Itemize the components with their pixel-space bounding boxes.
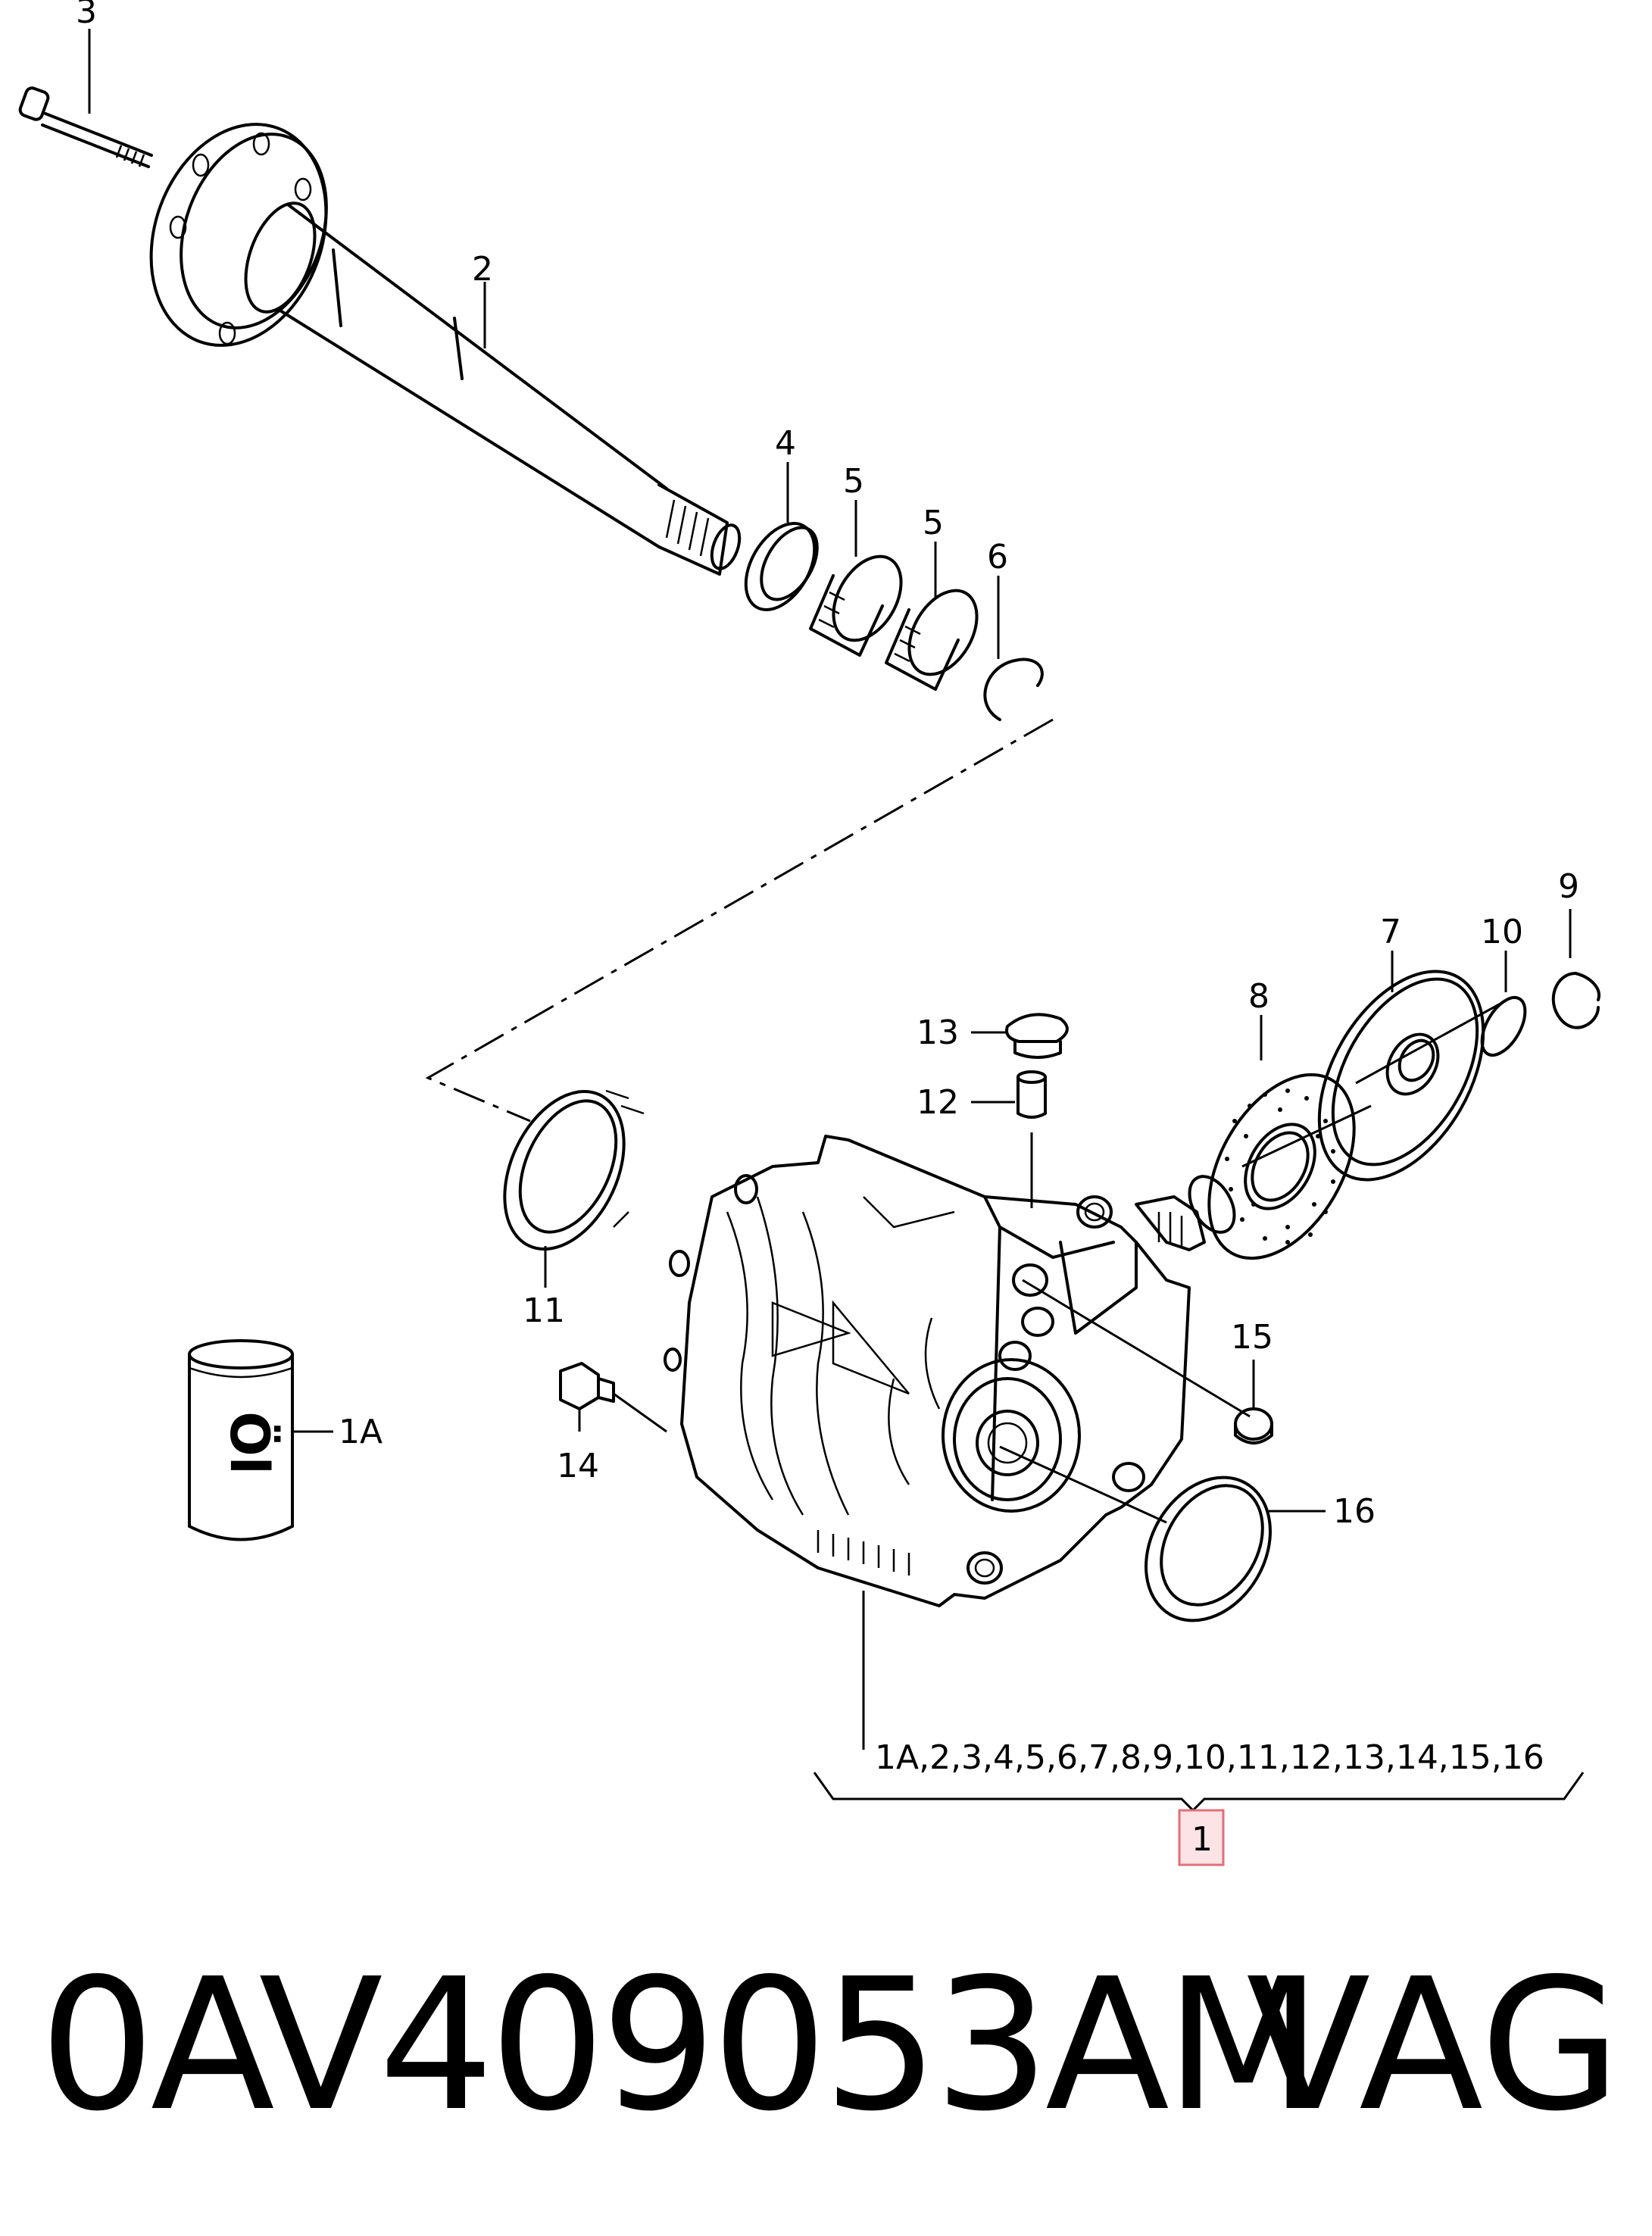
callout-1A: 1A (339, 1413, 383, 1451)
callout-12: 12 (917, 1083, 959, 1122)
part-12-sleeve (971, 1070, 1047, 1208)
part-9-circlip (1551, 909, 1600, 1029)
part-3-bolt (18, 29, 153, 168)
exploded-parts-diagram: 3 2 4 5 5 6 7 10 9 8 13 12 11 15 1A 14 1… (18, 0, 1600, 1866)
part-1A-oil-can (188, 1339, 333, 1541)
callout-5-second: 5 (923, 504, 944, 542)
callout-1-highlight (1178, 1809, 1225, 1866)
part-11-seal (503, 1089, 645, 1288)
callout-10: 10 (1481, 913, 1523, 951)
callout-15: 15 (1231, 1318, 1273, 1357)
callout-8: 8 (1248, 977, 1269, 1016)
part-8-friction-disc (1207, 1015, 1372, 1260)
callout-3: 3 (76, 0, 97, 31)
callout-1: 1 (1191, 1820, 1213, 1859)
assembly-path-line (425, 718, 1054, 1123)
part-15-plug (1234, 1360, 1273, 1444)
callout-2: 2 (472, 250, 493, 289)
part-14-plug (559, 1362, 667, 1433)
brand-name: VAG (1246, 1939, 1621, 2151)
callout-5-first: 5 (843, 462, 864, 501)
part-number: 0AV409053AM (39, 1939, 1322, 2151)
part-10-o-ring (1480, 951, 1527, 1057)
callout-4: 4 (775, 424, 796, 463)
final-drive-housing (664, 1135, 1251, 1750)
callout-9: 9 (1558, 867, 1579, 906)
callout-7: 7 (1380, 913, 1401, 951)
part-16-seal (1145, 1476, 1326, 1622)
callout-13: 13 (917, 1013, 959, 1052)
footer: 0AV409053AM VAG (30, 1947, 1629, 2144)
assembly-brace (813, 1772, 1585, 1866)
part-7-cover-plate (1317, 951, 1508, 1182)
part-13-cap (971, 1013, 1069, 1059)
callout-16: 16 (1333, 1492, 1376, 1531)
callout-14: 14 (557, 1447, 599, 1485)
callout-11: 11 (523, 1291, 565, 1330)
callout-6: 6 (987, 538, 1008, 576)
assembly-contents-list: 1A,2,3,4,5,6,7,8,9,10,11,12,13,14,15,16 (875, 1738, 1544, 1777)
part-4-ring (744, 462, 819, 611)
oil-can-logo: Öl (218, 1411, 280, 1475)
part-5-bearing-a (809, 500, 903, 657)
part-2-drive-shaft (149, 123, 742, 576)
part-5-bearing-b (885, 542, 979, 691)
part-6-circlip (983, 576, 1044, 721)
